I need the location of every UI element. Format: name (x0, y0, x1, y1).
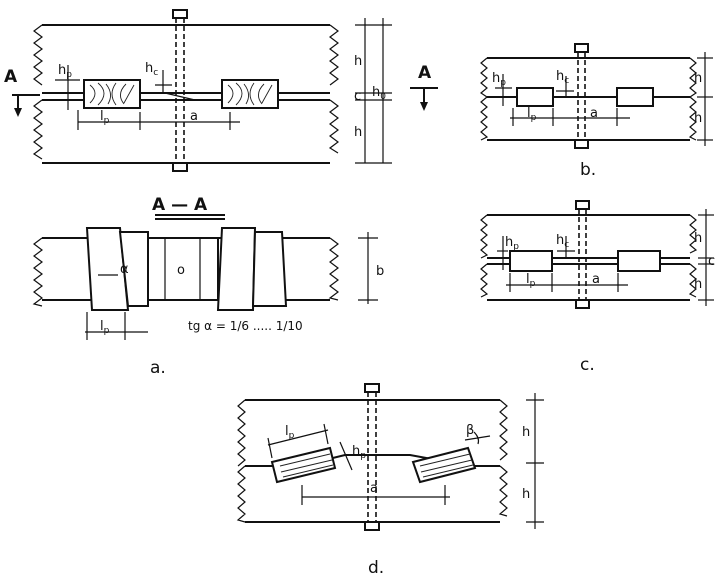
label-h-c-top: h (694, 231, 702, 246)
label-hp-c: hp (505, 235, 519, 252)
label-lp-d: lp (285, 424, 295, 441)
label-h-d-top: h (522, 425, 530, 440)
label-h-b-bottom: h (694, 111, 702, 126)
caption-d: d. (368, 558, 384, 578)
label-b: b (376, 264, 384, 279)
panel-b (410, 43, 713, 149)
label-a-b: a (590, 106, 598, 121)
label-a-a: a (190, 109, 198, 124)
section-letter-right: A (418, 63, 432, 83)
label-hp-a: hp (58, 63, 72, 80)
label-lp-section: lp (100, 319, 110, 336)
label-o: o (177, 263, 185, 278)
label-lp-a: lp (100, 109, 110, 126)
label-lp-c: lp (526, 272, 536, 289)
label-hp-b: hp (492, 71, 506, 88)
label-a-c: a (592, 272, 600, 287)
panel-c (480, 200, 714, 309)
formula-tg-alpha: tg α = 1/6 ..... 1/10 (188, 319, 303, 333)
label-beta: β (466, 423, 474, 438)
label-hc-c: hc (556, 233, 569, 250)
label-h-a-top: h (354, 54, 362, 69)
label-c-c: c (708, 254, 715, 269)
caption-b: b. (580, 160, 596, 180)
label-hc-a: hc (145, 61, 158, 78)
label-c-a: c (354, 89, 361, 104)
label-hp-d: hp (352, 444, 366, 461)
label-h-b-top: h (694, 71, 702, 86)
label-h0-a: h0 (372, 85, 386, 102)
panel-d (236, 383, 544, 531)
panel-a-elevation (12, 9, 392, 172)
caption-c: c. (580, 355, 595, 375)
label-h-a-bottom: h (354, 125, 362, 140)
label-h-c-bottom: h (694, 277, 702, 292)
label-alpha: α (120, 262, 129, 277)
label-hc-b: hc (556, 69, 569, 86)
label-h-d-bottom: h (522, 487, 530, 502)
section-letter-left: A (4, 67, 18, 87)
section-a-a (32, 214, 378, 340)
label-lp-b: lp (527, 106, 537, 123)
label-a-d: a (370, 481, 378, 496)
section-title: A — A (152, 195, 208, 215)
caption-a: a. (150, 358, 166, 378)
